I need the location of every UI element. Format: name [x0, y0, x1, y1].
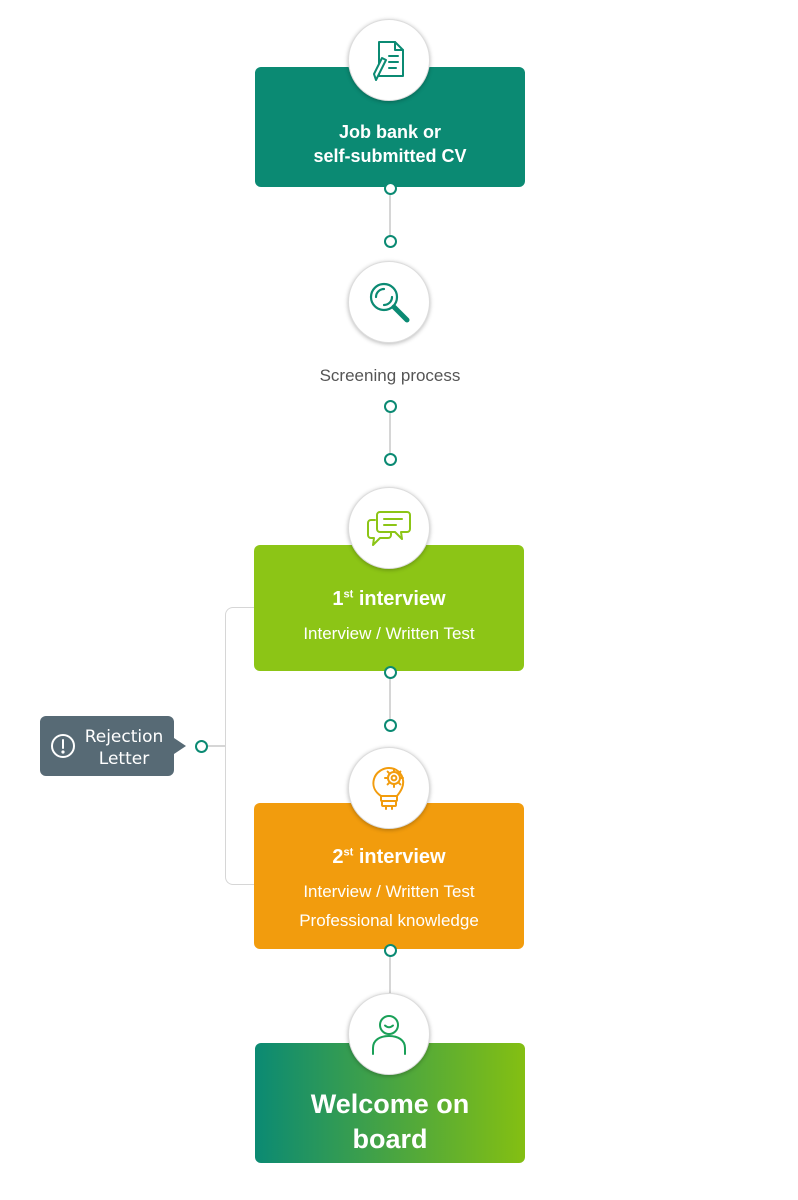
lightbulb-gear-icon	[372, 767, 405, 810]
cv-document-icon	[373, 41, 404, 81]
connector-line	[389, 671, 391, 724]
interview1-step-box: 1st interview Interview / Written Test	[254, 545, 524, 671]
welcome-step-box: Welcome on board	[255, 1043, 525, 1163]
welcome-line2: board	[352, 1124, 428, 1154]
interview1-detail: Interview / Written Test	[303, 624, 475, 643]
interview1-ordinal: 1	[332, 588, 344, 610]
rejection-letter-callout: Rejection Letter	[40, 716, 186, 776]
magnifier-icon	[369, 282, 410, 323]
connector-dot	[384, 400, 397, 413]
rejection-line1: Rejection	[84, 727, 164, 747]
exclamation-icon	[51, 734, 75, 758]
cv-step-line2: self-submitted CV	[313, 146, 467, 166]
connector-line	[389, 187, 391, 240]
connector-dot	[384, 453, 397, 466]
screening-label: Screening process	[319, 366, 461, 385]
screening-step-circle	[348, 261, 430, 343]
welcome-step-circle	[348, 993, 430, 1075]
rejection-line2: Letter	[98, 749, 150, 769]
interview1-step-circle	[348, 487, 430, 569]
interview2-title: interview	[358, 846, 446, 868]
interview1-title: interview	[358, 588, 446, 610]
chat-bubbles-icon	[367, 511, 411, 546]
interview1-ordinal-suffix: st	[343, 588, 354, 601]
interview2-step-box: 2st interview Interview / Written Test P…	[254, 803, 524, 949]
connector-line	[389, 949, 391, 999]
connector-dot	[384, 235, 397, 248]
connector-line	[389, 405, 391, 458]
connector-dot	[195, 740, 208, 753]
interview2-detail1: Interview / Written Test	[303, 882, 475, 901]
interview2-ordinal-suffix: st	[343, 846, 354, 859]
connector-line	[206, 745, 226, 747]
welcome-line1: Welcome on	[310, 1089, 470, 1119]
connector-dot	[384, 719, 397, 732]
connector-dot	[384, 944, 397, 957]
connector-dot	[384, 666, 397, 679]
person-icon	[372, 1015, 406, 1055]
interview2-ordinal: 2	[332, 846, 344, 868]
connector-dot	[384, 182, 397, 195]
cv-step-line1: Job bank or	[338, 122, 441, 142]
cv-step-circle	[348, 19, 430, 101]
interview2-step-circle	[348, 747, 430, 829]
interview2-detail2: Professional knowledge	[299, 911, 479, 930]
